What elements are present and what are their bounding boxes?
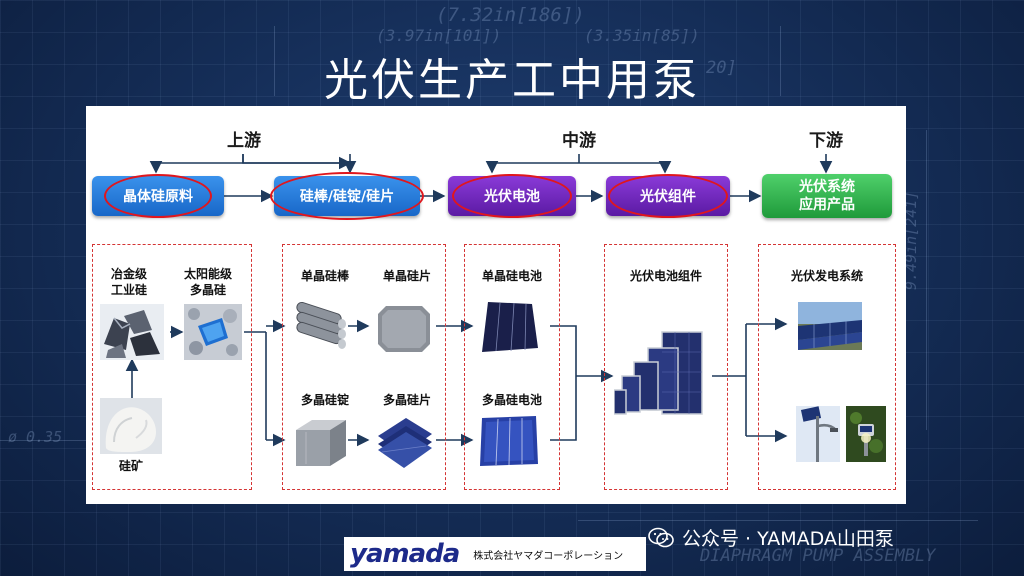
mono-rod-image — [296, 302, 346, 349]
chain-pv-system: 光伏系统 应用产品 — [762, 174, 892, 218]
company-name: 株式会社ヤマダコーポレーション — [473, 550, 624, 562]
pv-module-image — [614, 331, 703, 415]
bp-dim-mid-right: (3.35in[85]) — [584, 26, 700, 45]
silicon-ore-image — [100, 398, 162, 454]
solar-streetlight-image — [796, 406, 840, 462]
solar-polysilicon-image — [184, 304, 242, 360]
wechat-icon — [648, 527, 674, 547]
highlight-ring-module — [608, 174, 728, 218]
label-pv-system: 光伏发电系统 — [790, 269, 863, 283]
yamada-logo: yamada — [350, 539, 460, 569]
box-raw-materials — [92, 244, 252, 490]
highlight-ring-cell — [452, 174, 572, 218]
footer-banner: yamada 株式会社ヤマダコーポレーション — [344, 537, 646, 571]
label-multi-ingot: 多晶硅锭 — [300, 393, 349, 407]
bp-line-4 — [780, 26, 781, 96]
bp-dim-top: (7.32in[186]) — [436, 4, 585, 26]
label-solar-polysilicon: 太阳能级 多晶硅 — [183, 267, 232, 297]
wechat-account-text: 公众号 · YAMADA山田泵 — [682, 528, 894, 550]
mono-cell-image — [482, 302, 538, 352]
multi-wafer-image — [378, 418, 432, 468]
bp-line-2 — [926, 130, 927, 430]
bp-dim-small: 20] — [706, 58, 737, 78]
bp-dim-left: ø 0.35 — [8, 428, 63, 446]
multi-ingot-image — [296, 420, 346, 466]
connector-lines — [125, 154, 833, 447]
page-title: 光伏生产工中用泵 — [324, 55, 700, 106]
label-mono-wafer: 单晶硅片 — [382, 269, 431, 283]
stage-upstream: 上游 — [227, 131, 261, 151]
label-pv-module: 光伏电池组件 — [629, 269, 702, 283]
label-silicon-ore: 硅矿 — [118, 459, 143, 473]
bp-line-3 — [274, 26, 275, 96]
bp-dim-mid-left: (3.97in[101]) — [376, 26, 502, 45]
box-systems — [758, 244, 896, 490]
solar-farm-image — [798, 302, 862, 350]
bp-bottom-text: DIAPHRAGM PUMP ASSEMBLY — [700, 546, 936, 566]
highlight-ring-wafer — [270, 172, 424, 220]
label-multi-wafer: 多晶硅片 — [382, 393, 431, 407]
stage-downstream: 下游 — [809, 131, 843, 151]
wechat-watermark: 公众号 · YAMADA山田泵 — [648, 524, 894, 551]
highlight-ring-raw — [104, 174, 212, 218]
label-metallurgical-silicon: 冶金级 工业硅 — [110, 267, 147, 297]
label-mono-cell: 单晶硅电池 — [481, 269, 542, 283]
box-cells — [464, 244, 560, 490]
mono-wafer-image — [378, 306, 430, 352]
metallurgical-silicon-image — [100, 304, 164, 360]
box-modules — [604, 244, 728, 490]
stage-midstream: 中游 — [562, 131, 596, 151]
box-ingots-wafers — [282, 244, 446, 490]
bp-line-5 — [578, 520, 978, 521]
solar-garden-light-image — [846, 406, 886, 462]
label-mono-rod: 单晶硅棒 — [300, 269, 349, 283]
bp-line-1 — [0, 440, 86, 441]
label-multi-cell: 多晶硅电池 — [481, 393, 542, 407]
supply-chain-panel: 上游 中游 下游 晶体硅原料 硅棒/硅锭/硅片 光伏电池 光伏组件 光伏系统 应… — [86, 106, 906, 504]
multi-cell-image — [480, 416, 538, 466]
